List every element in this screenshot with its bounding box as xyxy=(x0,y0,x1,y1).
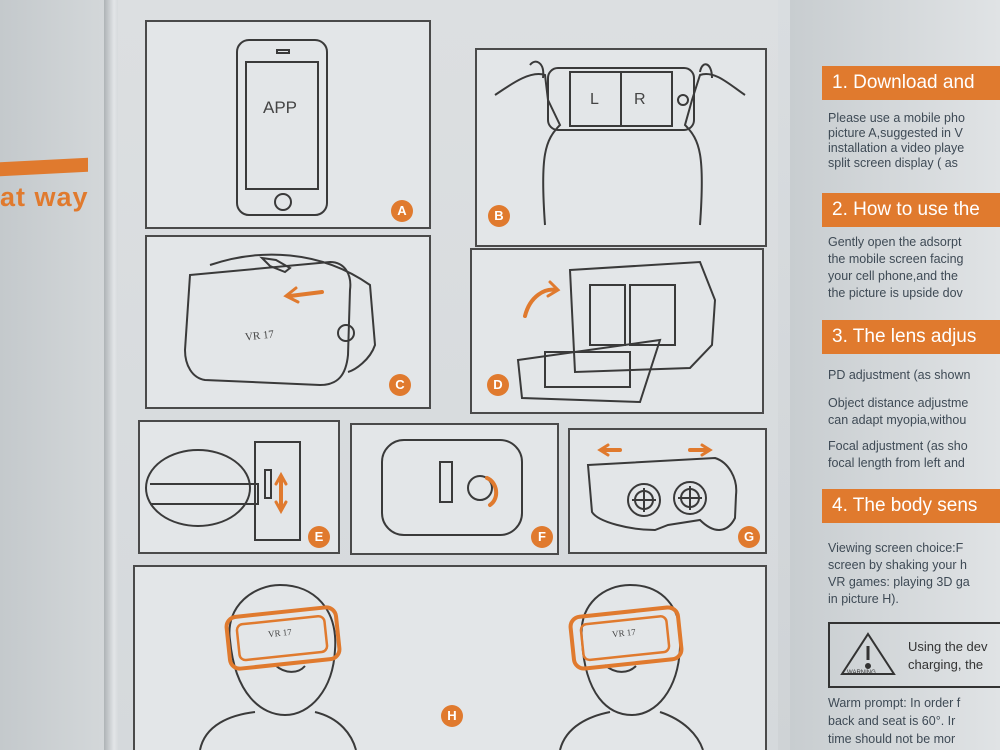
phone-screen-icon xyxy=(245,61,319,190)
phone-app-label: APP xyxy=(263,98,298,117)
badge-g: G xyxy=(738,526,760,548)
section-3-line-1: PD adjustment (as shown xyxy=(828,368,971,382)
right-view-label: R xyxy=(634,91,646,108)
left-hand-icon xyxy=(494,73,562,226)
warning-triangle-icon xyxy=(840,632,896,675)
headset-front-icon xyxy=(183,260,352,387)
prompt-line-3: time should not be mor xyxy=(828,732,956,746)
section-3-header: 3. The lens adjus xyxy=(822,320,1000,354)
front-cover-icon xyxy=(516,338,662,404)
left-page xyxy=(0,0,110,750)
section-2-header: 2. How to use the xyxy=(822,193,1000,227)
prompt-line-2: back and seat is 60°. Ir xyxy=(828,714,956,728)
section-3-line-5: focal length from left and xyxy=(828,456,965,470)
right-hand-icon xyxy=(683,73,746,226)
phone-home-button-icon xyxy=(274,193,292,211)
warning-line-1: Using the dev xyxy=(908,639,988,654)
rotate-arrow-icon xyxy=(523,287,558,318)
left-view-label: L xyxy=(590,91,599,108)
section-2-line-3: your cell phone,and the xyxy=(828,269,958,283)
section-1-header: 1. Download and xyxy=(822,66,1000,100)
section-1-line-4: split screen display ( as xyxy=(828,156,958,170)
badge-e: E xyxy=(308,526,330,548)
badge-b: B xyxy=(488,205,510,227)
badge-d: D xyxy=(487,374,509,396)
section-4-header: 4. The body sens xyxy=(822,489,1000,523)
panel-e xyxy=(138,420,340,554)
panel-c xyxy=(145,235,431,409)
section-4-line-3: VR games: playing 3D ga xyxy=(828,575,970,589)
section-2-line-2: the mobile screen facing xyxy=(828,252,964,266)
section-2-line-1: Gently open the adsorpt xyxy=(828,235,962,249)
instruction-page xyxy=(790,0,1000,750)
section-4-line-1: Viewing screen choice:F xyxy=(828,541,964,555)
rotate-focus-arrow-icon xyxy=(485,476,499,507)
warning-box: WARNING Using the dev charging, the xyxy=(828,622,1000,688)
section-3-line-2: Object distance adjustme xyxy=(828,396,969,410)
badge-f: F xyxy=(531,526,553,548)
left-vr-goggles-icon xyxy=(224,605,342,671)
left-lens-icon xyxy=(627,483,661,517)
badge-c: C xyxy=(389,374,411,396)
phone-speaker-icon xyxy=(276,49,290,54)
panel-a xyxy=(145,20,431,229)
section-1-line-1: Please use a mobile pho xyxy=(828,111,965,125)
section-3-line-4: Focal adjustment (as sho xyxy=(828,439,968,453)
section-1-line-3: installation a video playe xyxy=(828,141,965,155)
warning-icon-label: WARNING xyxy=(847,670,876,676)
phone-outline-icon xyxy=(236,39,328,216)
section-1-line-2: picture A,suggested in V xyxy=(828,126,963,140)
section-4-line-4: in picture H). xyxy=(828,592,899,606)
badge-h: H xyxy=(441,705,463,727)
panel-f xyxy=(350,423,559,555)
slide-arrow-icon xyxy=(288,290,324,298)
focus-wheel-icon xyxy=(467,475,493,501)
right-lens-icon xyxy=(673,481,707,515)
head-strap-icon xyxy=(145,449,251,527)
section-3-line-3: can adapt myopia,withou xyxy=(828,413,967,427)
left-heading: at way xyxy=(0,182,89,212)
prompt-line-1: Warm prompt: In order f xyxy=(828,696,961,710)
badge-a: A xyxy=(391,200,413,222)
headset-open-icon xyxy=(568,260,717,374)
left-head-icon xyxy=(228,583,337,717)
right-vr-goggles-icon xyxy=(568,605,684,671)
section-2-line-4: the picture is upside dov xyxy=(828,286,963,300)
section-4-line-2: screen by shaking your h xyxy=(828,558,967,572)
headset-back-icon xyxy=(586,456,738,532)
headset-top-icon xyxy=(381,439,523,536)
warning-line-2: charging, the xyxy=(908,657,984,672)
